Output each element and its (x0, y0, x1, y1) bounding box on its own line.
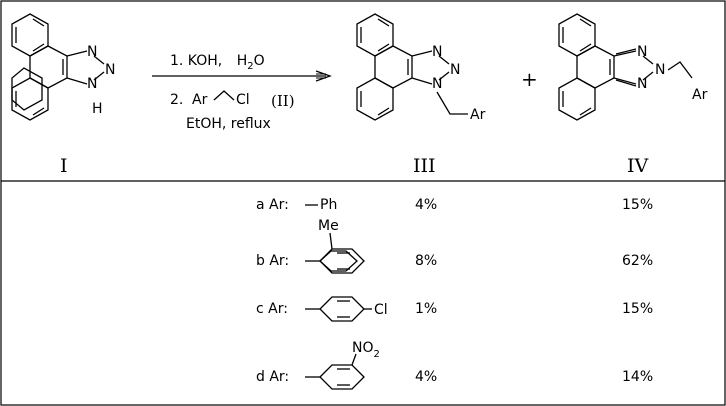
row-prefix: b Ar: (256, 253, 289, 269)
atom-N: N (637, 44, 647, 60)
yield-III: 8% (415, 253, 437, 269)
atom-Ar: Ar (470, 107, 486, 123)
condition-step-2: 2. Ar Cl (II) (170, 90, 295, 110)
atom-Ar: Ar (692, 87, 708, 103)
step2-number: 2. (170, 92, 183, 108)
yield-III: 4% (415, 197, 437, 213)
step1-suffix: O (254, 53, 265, 69)
row-prefix: c Ar: (256, 301, 288, 317)
reaction-arrow (152, 70, 332, 82)
step1-subscript: 2 (247, 61, 253, 72)
table-row-c: c Ar: Cl 1% 15% (256, 296, 653, 322)
yield-III: 1% (415, 301, 437, 317)
atom-N: N (105, 62, 115, 78)
atom-N: N (432, 76, 442, 92)
compound-I-structure: N N N H (11, 13, 115, 121)
table-row-a: a Ar: Ph 4% 15% (256, 197, 653, 213)
yield-IV: 15% (622, 301, 653, 317)
atom-N: N (87, 76, 97, 92)
atom-N: N (450, 62, 460, 78)
table-row-b: b Ar: Me 8% 62% (256, 218, 653, 274)
step1-reagent: H (237, 53, 248, 69)
atom-N: N (432, 44, 442, 60)
step2-cl: Cl (236, 92, 250, 108)
nitro-text: NO (352, 340, 374, 356)
plus-sign: + (521, 67, 538, 91)
row-prefix: d Ar: (256, 369, 289, 385)
compound-III-structure: N N N Ar (356, 13, 486, 123)
yield-IV: 15% (622, 197, 653, 213)
yield-IV: 62% (622, 253, 653, 269)
atom-N: N (655, 62, 665, 78)
methyl-label: Me (318, 218, 339, 234)
step2-reagent-label: (II) (271, 92, 295, 110)
nitro-subscript: 2 (374, 349, 380, 360)
condition-step-3: EtOH, reflux (186, 116, 271, 132)
yield-III: 4% (415, 369, 437, 385)
label-compound-IV: IV (627, 155, 649, 177)
condition-step-1: 1. KOH, H2O (170, 53, 265, 72)
chloro-label: Cl (374, 302, 388, 318)
atom-N: N (87, 44, 97, 60)
step2-ar: Ar (192, 92, 208, 108)
compound-IV-structure: N N N Ar (558, 13, 708, 121)
step1-base: 1. KOH, (170, 53, 222, 69)
table-row-d: d Ar: NO2 4% 14% (256, 340, 653, 390)
label-compound-III: III (413, 155, 436, 177)
row-substituent-ph: Ph (320, 197, 337, 213)
label-compound-I: I (60, 155, 68, 177)
atom-N: N (637, 76, 647, 92)
yield-IV: 14% (622, 369, 653, 385)
atom-H: H (92, 101, 103, 117)
nitro-label: NO2 (352, 340, 380, 360)
row-prefix: a Ar: (256, 197, 289, 213)
